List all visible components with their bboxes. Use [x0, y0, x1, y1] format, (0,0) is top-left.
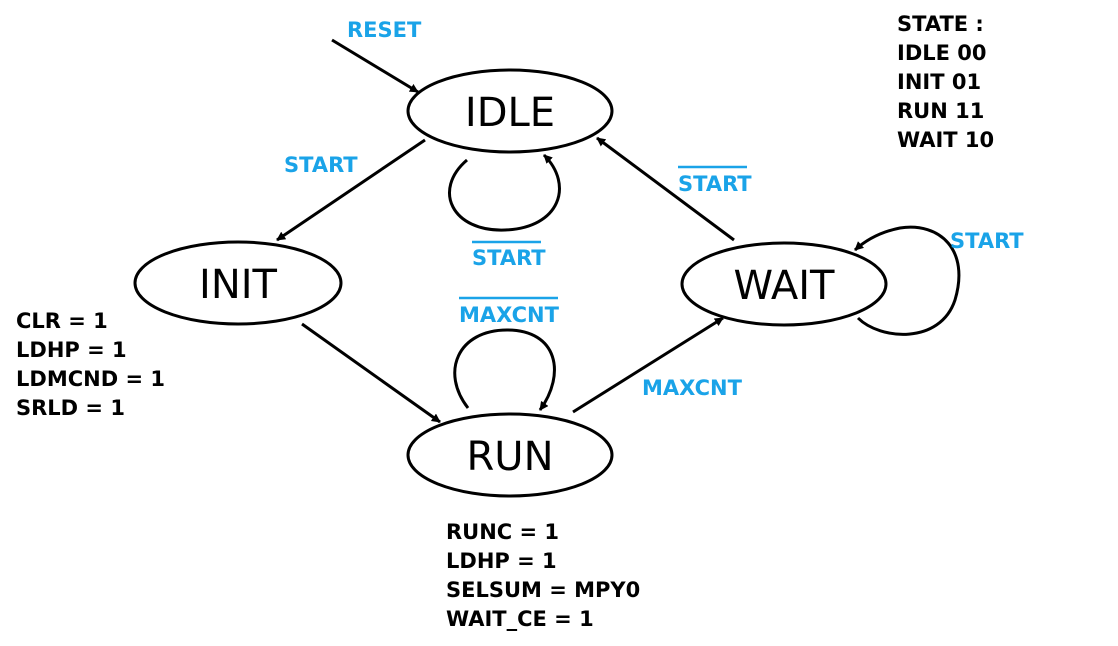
state-idle: IDLE: [406, 68, 614, 154]
run-to-wait-arrow: [572, 316, 724, 414]
init-to-run-arrow: [301, 322, 441, 424]
state-idle-label: IDLE: [465, 90, 555, 136]
reset-arrow: [331, 38, 419, 94]
state-wait-label: WAIT: [734, 263, 836, 309]
run-to-wait-label: MAXCNT: [642, 376, 743, 400]
wait-self-loop: [853, 225, 961, 336]
init-output: LDMCND = 1: [16, 367, 165, 391]
wait-to-idle-arrow: [596, 136, 735, 242]
reset-label: RESET: [347, 18, 422, 42]
encoding-title: STATE :: [897, 12, 984, 36]
init-output: SRLD = 1: [16, 396, 125, 420]
encoding-line: WAIT 10: [897, 128, 994, 152]
encoding-line: INIT 01: [897, 70, 981, 94]
state-wait: WAIT: [680, 241, 888, 327]
idle-self-loop: [448, 153, 561, 232]
wait-to-idle-label: START: [678, 172, 752, 196]
run-output: SELSUM = MPY0: [446, 578, 640, 602]
idle-self-label: START: [472, 246, 546, 270]
run-output: WAIT_CE = 1: [446, 607, 594, 631]
run-self-label: MAXCNT: [459, 303, 560, 327]
init-output: CLR = 1: [16, 309, 108, 333]
init-output: LDHP = 1: [16, 338, 127, 362]
run-output: RUNC = 1: [446, 520, 559, 544]
run-output: LDHP = 1: [446, 549, 557, 573]
idle-to-init-arrow: [276, 138, 426, 242]
idle-to-init-label: START: [284, 153, 358, 177]
run-self-loop: [453, 328, 556, 411]
run-outputs: RUNC = 1 LDHP = 1 SELSUM = MPY0 WAIT_CE …: [446, 520, 640, 631]
state-run: RUN: [406, 412, 614, 498]
state-encoding: STATE : IDLE 00 INIT 01 RUN 11 WAIT 10: [897, 12, 994, 152]
state-init-label: INIT: [199, 262, 278, 308]
encoding-line: IDLE 00: [897, 41, 987, 65]
init-outputs: CLR = 1 LDHP = 1 LDMCND = 1 SRLD = 1: [16, 309, 165, 420]
state-init: INIT: [133, 240, 343, 326]
encoding-line: RUN 11: [897, 99, 984, 123]
wait-self-label: START: [950, 229, 1024, 253]
state-run-label: RUN: [467, 434, 554, 480]
